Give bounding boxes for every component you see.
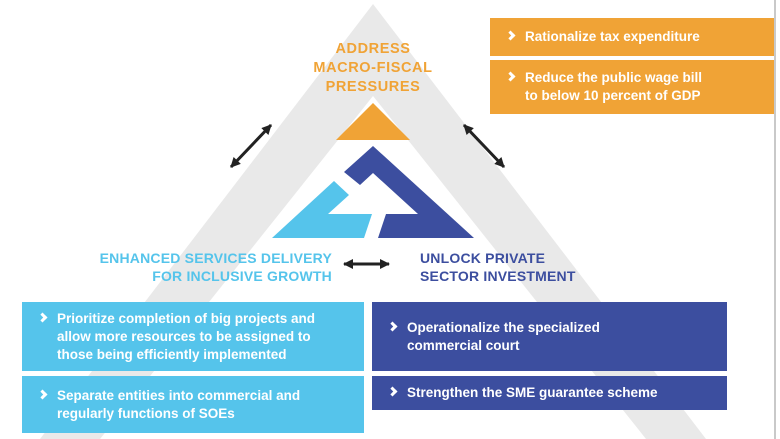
logo-left-chevron-icon <box>272 181 372 238</box>
services-delivery-actions-group: Prioritize completion of big projects an… <box>22 302 364 433</box>
double-arrow-right-icon <box>462 123 506 169</box>
action-box: Strengthen the SME guarantee scheme <box>372 376 727 410</box>
action-text: Rationalize tax expenditure <box>525 29 700 44</box>
action-text: Prioritize completion of big projects an… <box>57 310 316 362</box>
action-text: Reduce the public wage bill to below 10 … <box>525 70 703 103</box>
action-box: Prioritize completion of big projects an… <box>22 302 364 371</box>
chevron-bullet-icon <box>387 321 398 331</box>
chevron-bullet-icon <box>505 71 516 82</box>
action-box: Reduce the public wage bill to below 10 … <box>490 60 775 114</box>
chevron-bullet-icon <box>387 386 398 397</box>
action-box: Rationalize tax expenditure <box>490 18 775 56</box>
private-investment-pillar-title: UNLOCK PRIVATE SECTOR INVESTMENT <box>420 250 576 284</box>
page-edge-line <box>774 0 776 439</box>
logo-top-triangle-icon <box>336 103 410 140</box>
logo-right-chevron-icon <box>344 146 474 238</box>
private-investment-actions-group: Operationalize the specialized commercia… <box>372 302 727 410</box>
chevron-bullet-icon <box>37 312 48 322</box>
macro-fiscal-pillar-title: ADDRESS MACRO-FISCAL PRESSURES <box>313 41 433 95</box>
macro-fiscal-actions-group: Rationalize tax expenditure Reduce the p… <box>490 18 775 114</box>
action-box: Separate entities into commercial and re… <box>22 376 364 433</box>
double-arrow-left-icon <box>229 123 273 169</box>
action-text: Separate entities into commercial and re… <box>57 387 301 421</box>
chevron-bullet-icon <box>505 30 516 41</box>
chevron-bullet-icon <box>37 389 48 399</box>
action-text: Operationalize the specialized commercia… <box>407 319 600 353</box>
action-box: Operationalize the specialized commercia… <box>372 302 727 371</box>
services-delivery-pillar-title: ENHANCED SERVICES DELIVERY FOR INCLUSIVE… <box>99 250 332 284</box>
action-text: Strengthen the SME guarantee scheme <box>407 385 658 400</box>
